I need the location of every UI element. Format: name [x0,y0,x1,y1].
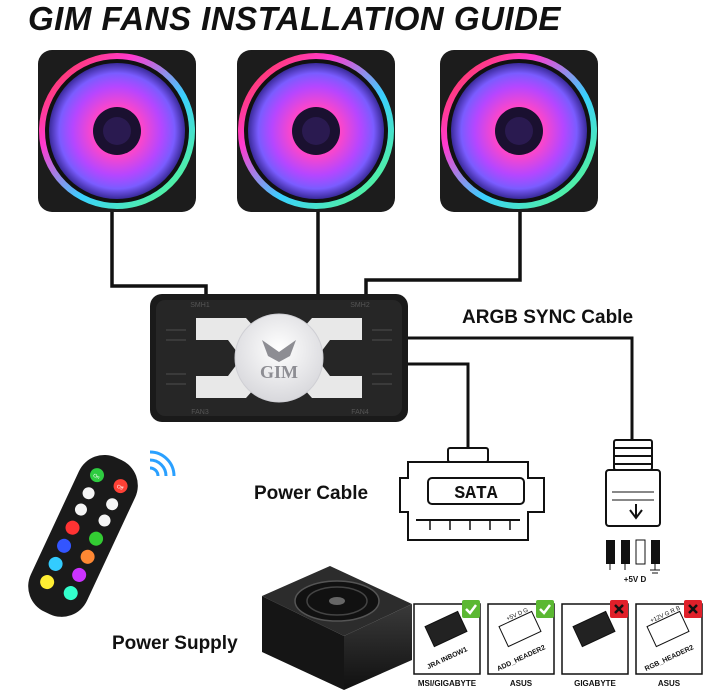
hub-port-label: FAN4 [351,409,369,416]
argb-fan-3 [440,50,598,212]
hub-port-label: SMH2 [350,302,370,309]
power-supply-label: Power Supply [112,633,238,654]
header-connector [424,610,468,648]
hub-port-label: FAN3 [191,409,209,416]
sata-label: SATA [454,484,497,504]
remote-button-label: On [92,473,101,481]
argb-connector [605,439,661,527]
page-title: GIM FANS INSTALLATION GUIDE [28,0,561,37]
check-icon [462,600,480,618]
header-connector [498,610,542,648]
check-icon [536,600,554,618]
header-brand: ASUS [510,679,533,688]
argb-fan-2 [237,50,395,212]
header-brand: ASUS [658,679,681,688]
power-supply-unit [262,566,412,690]
hub-port-label: SMH1 [190,302,210,309]
cross-mark [688,604,698,614]
remote-button-label: Off [115,484,124,492]
header-brand: MSI/GIGABYTE [418,679,477,688]
fan-hub-controller: GIM SMH1 SMH2 FAN3 FAN4 [150,294,408,422]
sata-connector [399,447,545,541]
cross-mark [614,604,624,614]
header-connector [646,610,690,648]
power-cable-label: Power Cable [254,483,369,504]
check-mark [539,604,551,615]
argb-pin-legend: +5V D [623,575,647,584]
hub-output-cables [408,336,634,462]
header-connector [572,610,616,648]
wireless-signal-icon [149,450,176,477]
hub-logo-text: GIM [260,362,298,382]
header-brand: GIGABYTE [574,679,616,688]
argb-fan-1 [38,50,196,212]
argb-pinout [606,539,660,574]
check-mark [465,604,477,615]
argb-sync-cable-label: ARGB SYNC Cable [462,307,634,328]
fan-cables [110,208,522,300]
